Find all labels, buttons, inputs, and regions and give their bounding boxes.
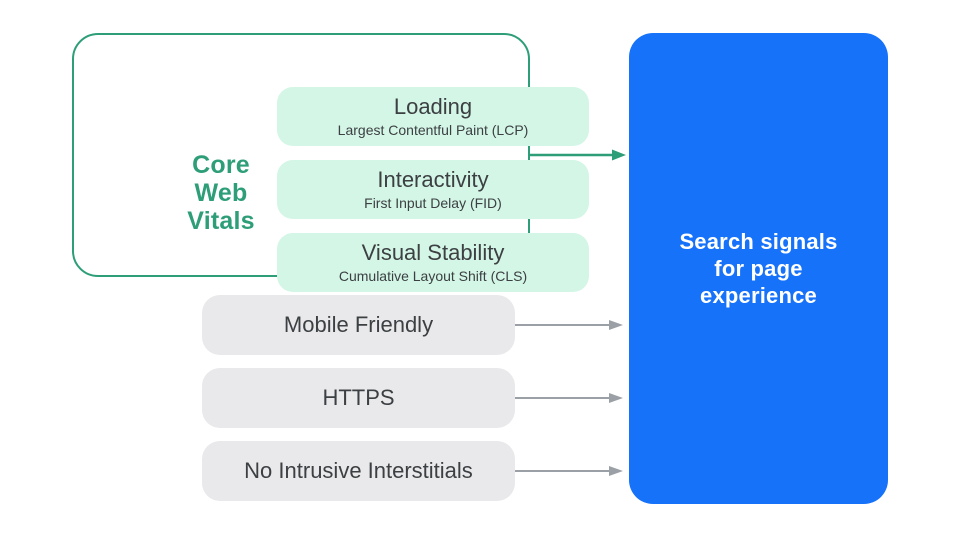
vital-card-loading: Loading Largest Contentful Paint (LCP) [277,87,589,146]
signal-pill-no-intrusive-interstitials: No Intrusive Interstitials [202,441,515,501]
vital-card-visual-stability: Visual Stability Cumulative Layout Shift… [277,233,589,292]
vital-card-subtitle: Largest Contentful Paint (LCP) [337,122,529,138]
signal-pill-mobile-friendly: Mobile Friendly [202,295,515,355]
vital-card-title: Loading [393,94,473,119]
vital-card-subtitle: First Input Delay (FID) [364,195,502,211]
result-box-label: Search signals for page experience [679,229,838,308]
vital-card-title: Visual Stability [361,240,505,265]
https-right-arrow-icon [515,393,623,403]
core-web-vitals-group: Core Web Vitals Loading Largest Contentf… [72,33,589,292]
signal-pill-label: No Intrusive Interstitials [244,458,473,483]
vital-card-title: Interactivity [377,167,489,192]
signal-pill-https: HTTPS [202,368,515,428]
core-web-vitals-label: Core Web Vitals [187,151,255,235]
result-box: Search signals for page experience [629,33,888,504]
signal-pill-label: HTTPS [322,385,395,410]
vital-card-subtitle: Cumulative Layout Shift (CLS) [338,268,528,284]
vital-card-interactivity: Interactivity First Input Delay (FID) [277,160,589,219]
core-web-vitals-right-arrow-icon [530,149,626,161]
mobile-friendly-right-arrow-icon [515,320,623,330]
signal-pill-label: Mobile Friendly [283,312,434,337]
no-intrusive-interstitials-right-arrow-icon [515,466,623,476]
